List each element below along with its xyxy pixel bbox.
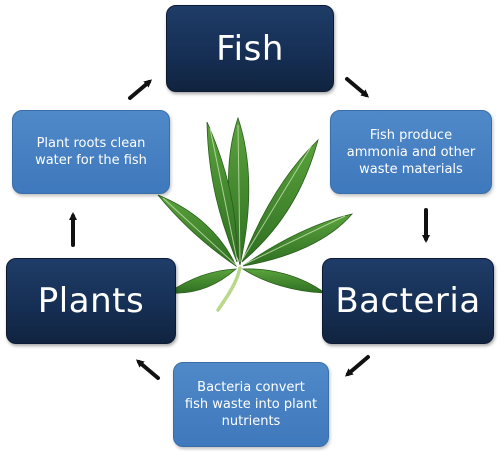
bacteria-label: Bacteria [335,281,481,321]
bacteria-convert-box: Bacteria convert fish waste into plant n… [173,362,329,447]
arrow-roots-to-fish [128,79,153,100]
fish-label: Fish [216,28,284,69]
fish-box: Fish [166,5,334,92]
plants-box: Plants [6,258,176,344]
arrow-convert-to-plants [135,359,160,380]
arrow-bacteria-to-convert [344,355,370,377]
fish-produce-text: Fish produce ammonia and other waste mat… [346,127,476,177]
bacteria-box: Bacteria [322,258,494,344]
fish-produce-box: Fish produce ammonia and other waste mat… [330,110,492,194]
plant-roots-text: Plant roots clean water for the fish [35,136,147,168]
bacteria-convert-text: Bacteria convert fish waste into plant n… [184,380,318,429]
plants-label: Plants [37,281,145,321]
plant-roots-box: Plant roots clean water for the fish [12,110,170,194]
arrow-fish-to-produce [345,77,370,98]
